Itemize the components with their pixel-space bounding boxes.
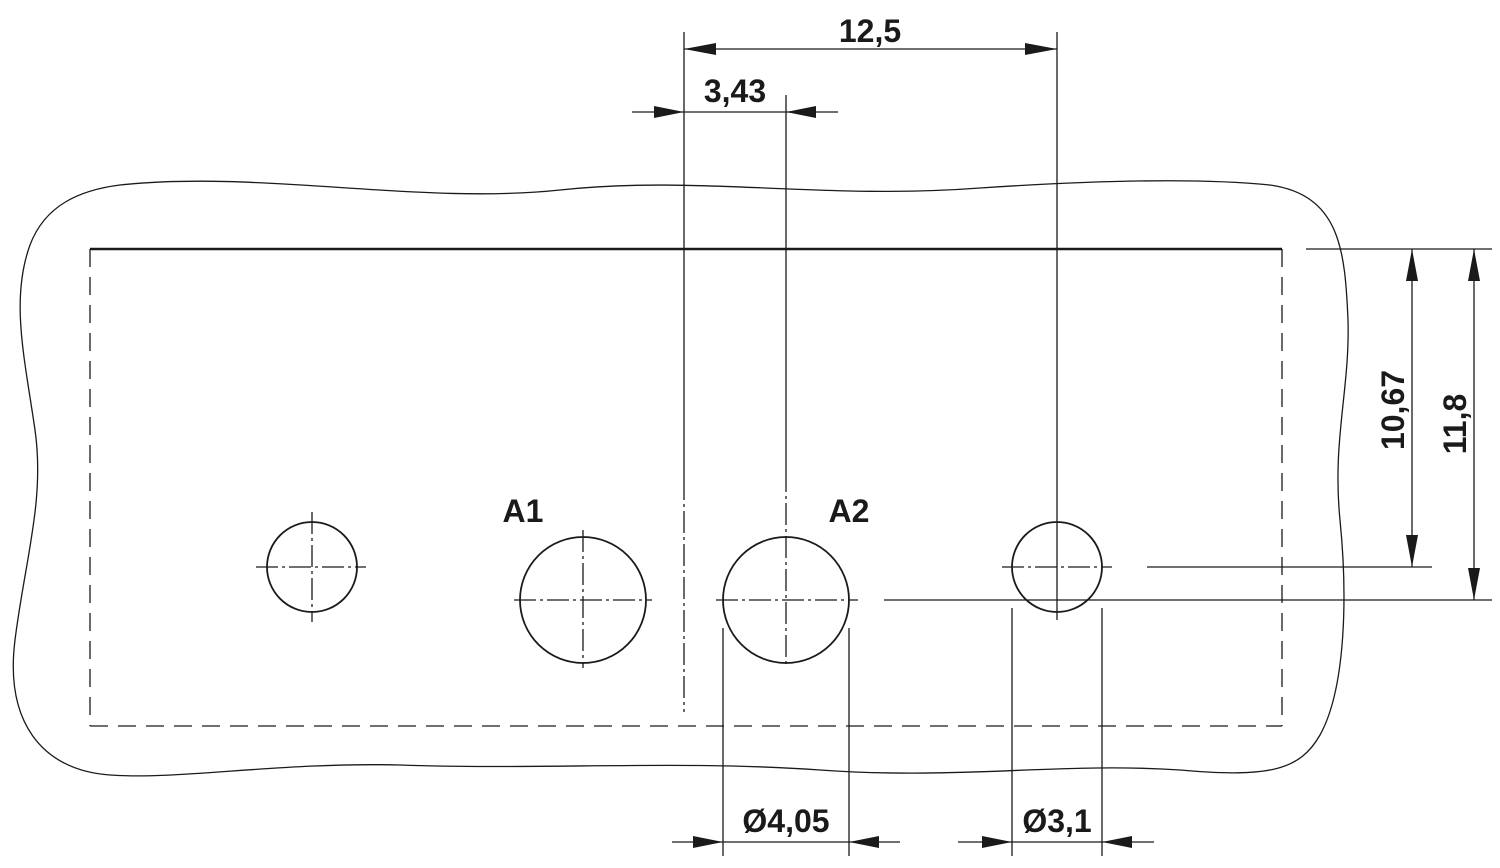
hole-a2: [716, 536, 858, 664]
dimension-3-43: 3,43: [632, 73, 838, 118]
hole-left: [256, 512, 366, 622]
dimension-label-10-67: 10,67: [1375, 370, 1411, 450]
hole-a1: [514, 530, 652, 668]
dimension-12-5: 12,5: [684, 13, 1057, 55]
board-outline: [12, 180, 1349, 777]
hole-label-a2: A2: [829, 493, 870, 529]
dimension-11-8: 11,8: [1437, 249, 1480, 600]
dimension-label-diameter-4-05: Ø4,05: [742, 803, 829, 839]
dimension-diameter-4-05: Ø4,05: [672, 628, 900, 856]
dimension-label-3-43: 3,43: [704, 73, 766, 109]
dimension-label-12-5: 12,5: [839, 13, 901, 49]
dimension-label-11-8: 11,8: [1437, 394, 1473, 455]
dimension-10-67: 10,67: [1375, 249, 1418, 567]
hole-label-a1: A1: [503, 493, 544, 529]
dimension-diameter-3-1: Ø3,1: [958, 608, 1154, 856]
dimension-label-diameter-3-1: Ø3,1: [1022, 803, 1091, 839]
